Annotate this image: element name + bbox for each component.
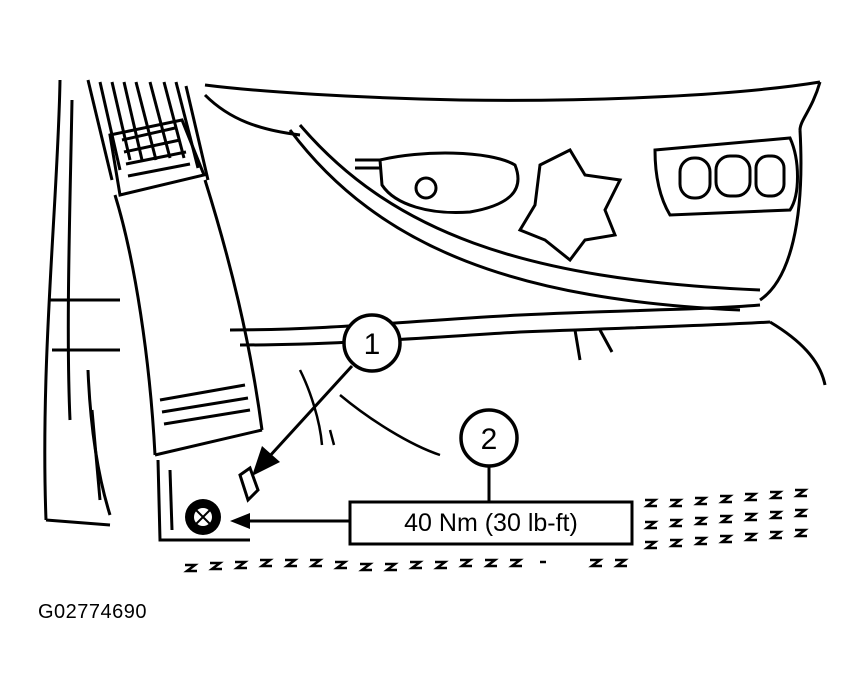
anchor-bolt — [185, 499, 221, 535]
seat-outline — [203, 80, 827, 386]
torque-spec-box: 40 Nm (30 lb-ft) — [348, 500, 634, 546]
torque-leader-arrow — [230, 513, 350, 529]
torque-spec-label: 40 Nm (30 lb-ft) — [404, 509, 578, 537]
recliner-knob — [517, 148, 623, 263]
floor-carpet — [183, 369, 809, 573]
seat-lever — [355, 151, 520, 214]
callout-1-label: 1 — [364, 328, 381, 361]
callout-1-leader-arrow — [252, 364, 354, 476]
figure-id: G02774690 — [38, 601, 148, 623]
door-pillar — [43, 79, 120, 527]
callout-1: 1 — [342, 313, 402, 373]
seat-switch-housing — [653, 136, 799, 217]
callout-2: 2 — [459, 408, 519, 502]
callout-2-label: 2 — [481, 423, 498, 456]
belt-guide-housing — [108, 118, 264, 457]
seat-belt-webbing — [86, 79, 210, 181]
anchor-bracket — [156, 459, 260, 542]
